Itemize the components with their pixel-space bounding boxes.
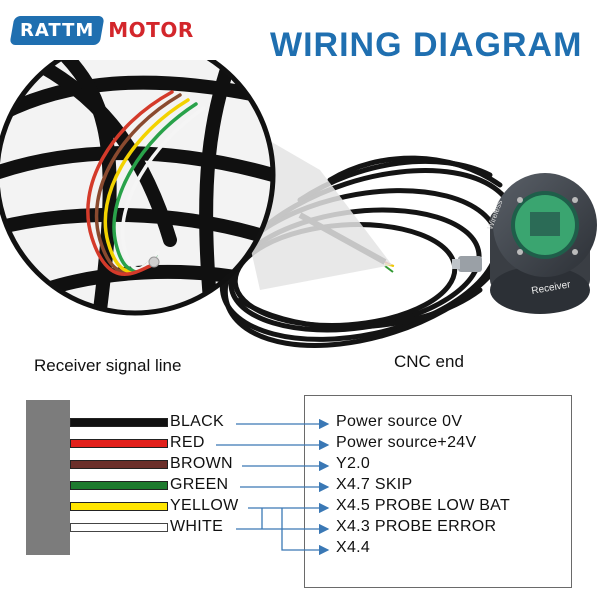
- wire-label-white: WHITE: [170, 518, 224, 535]
- receiver-signal-line-label: Receiver signal line: [34, 356, 182, 375]
- cnc-terminal-box: [304, 395, 572, 588]
- product-photo: Receiver Wireless: [0, 60, 597, 348]
- cnc-end-label: CNC end: [394, 352, 464, 371]
- signal-power-24v: Power source+24V: [336, 434, 477, 451]
- signal-x4-7-skip: X4.7 SKIP: [336, 476, 413, 493]
- brand-logo-box: RATTM: [9, 15, 105, 45]
- wire-label-yellow: YELLOW: [170, 497, 239, 514]
- brand-name-part1: RATTM: [20, 19, 95, 41]
- receiver-connector: [26, 400, 70, 555]
- wire-label-red: RED: [170, 434, 205, 451]
- signal-x4-4: X4.4: [336, 539, 371, 556]
- wire-label-black: BLACK: [170, 413, 224, 430]
- wire-black: [70, 418, 168, 427]
- wire-label-green: GREEN: [170, 476, 229, 493]
- signal-y2-0: Y2.0: [336, 455, 371, 472]
- signal-power-0v: Power source 0V: [336, 413, 463, 430]
- receiver-device: Receiver Wireless: [452, 173, 597, 314]
- wire-yellow: [70, 502, 168, 511]
- wire-label-brown: BROWN: [170, 455, 233, 472]
- wire-brown: [70, 460, 168, 469]
- brand-name-part2: MOTOR: [108, 18, 194, 42]
- wire-white: [70, 523, 168, 532]
- zoom-circle-border: [0, 60, 276, 316]
- signal-x4-5-probe-low-bat: X4.5 PROBE LOW BAT: [336, 497, 511, 514]
- wire-green: [70, 481, 168, 490]
- page-title: WIRING DIAGRAM: [270, 26, 583, 64]
- brand-logo: RATTM MOTOR: [9, 14, 194, 46]
- wire-red: [70, 439, 168, 448]
- signal-x4-3-probe-error: X4.3 PROBE ERROR: [336, 518, 497, 535]
